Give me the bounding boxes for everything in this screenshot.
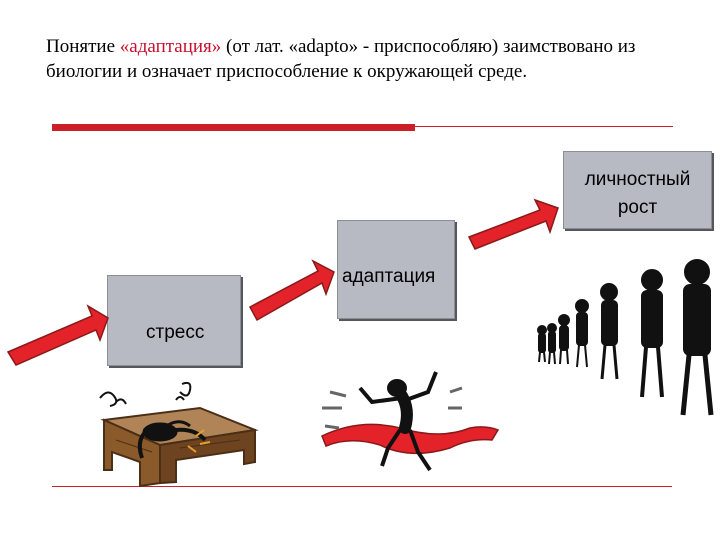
stressed-figure-icon [99,381,211,459]
arrow-icon [6,304,109,366]
finish-runner-icon [321,371,500,472]
stress-box: стресс [107,275,241,366]
title-part-1: Понятие [46,36,120,57]
title-divider-thin [415,126,673,127]
slide-title: Понятие «адаптация» (от лат. «adapto» - … [46,34,686,84]
adaptation-label: адаптация [342,266,436,287]
desk-icon [100,406,259,488]
title-term: «адаптация» [119,36,222,57]
stress-label: стресс [146,322,205,343]
footer-divider [52,486,672,487]
arrow-icon [467,198,559,250]
growth-label: личностный рост [584,169,691,218]
adaptation-box: адаптация [337,220,455,319]
title-part-3: (от лат. «adapto» - приспособляю) заимст… [46,36,636,82]
title-divider-thick [52,124,415,131]
arrow-icon [248,259,335,322]
growth-box: личностный рост [563,151,712,229]
growing-figures-icon [537,259,714,416]
